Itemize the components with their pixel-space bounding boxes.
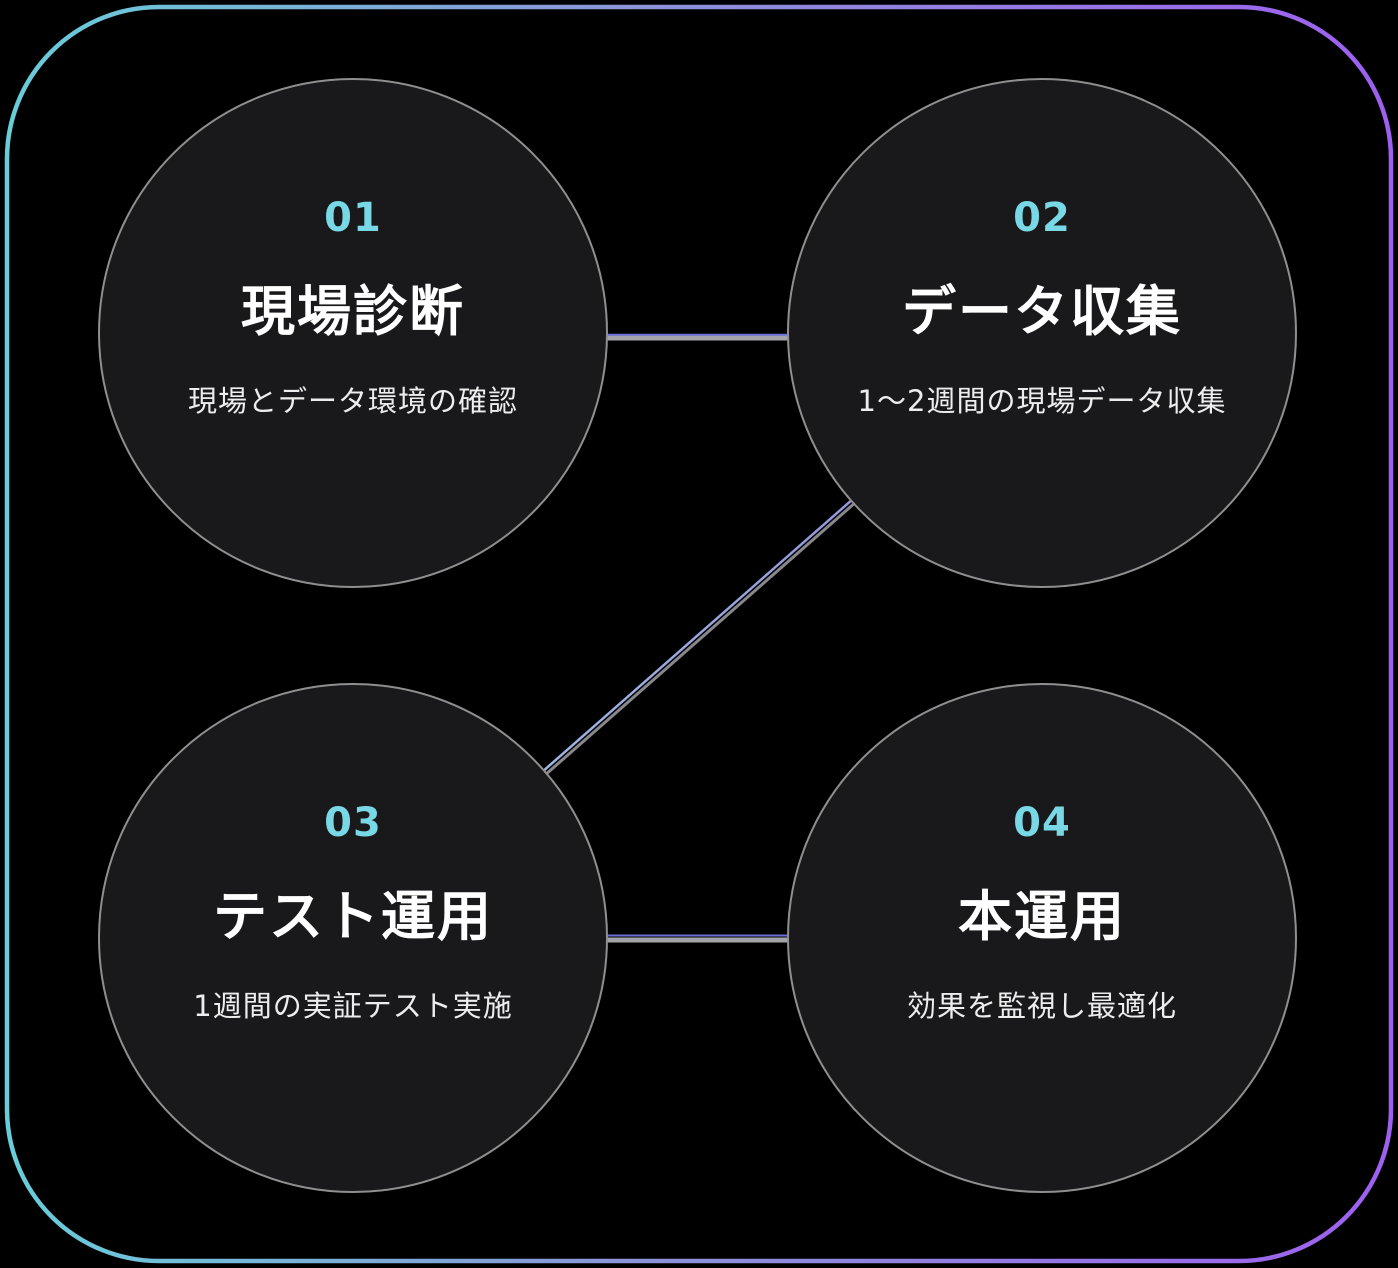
step-title: データ収集 [902,279,1182,343]
step-content: 03 テスト運用 1週間の実証テスト実施 [193,800,512,1025]
step-title: テスト運用 [212,884,493,948]
step-number: 04 [1013,799,1071,846]
step-description: 1週間の実証テスト実施 [193,988,513,1023]
step-circle-1: 01 現場診断 現場とデータ環境の確認 [98,78,608,588]
step-number: 02 [1013,194,1071,241]
step-circle-2: 02 データ収集 1〜2週間の現場データ収集 [787,78,1297,588]
gradient-border-frame [4,4,1394,1264]
step-description: 1〜2週間の現場データ収集 [857,383,1227,418]
step-number: 03 [324,799,382,846]
step-content: 02 データ収集 1〜2週間の現場データ収集 [858,195,1227,420]
step-circle-3: 03 テスト運用 1週間の実証テスト実施 [98,683,608,1193]
step-description: 現場とデータ環境の確認 [187,383,518,418]
step-number: 01 [324,194,382,241]
step-content: 01 現場診断 現場とデータ環境の確認 [188,195,518,420]
step-circle-4: 04 本運用 効果を監視し最適化 [787,683,1297,1193]
step-title: 本運用 [957,884,1126,948]
step-content: 04 本運用 効果を監視し最適化 [907,800,1177,1025]
step-title: 現場診断 [240,279,465,343]
step-description: 効果を監視し最適化 [906,988,1177,1023]
